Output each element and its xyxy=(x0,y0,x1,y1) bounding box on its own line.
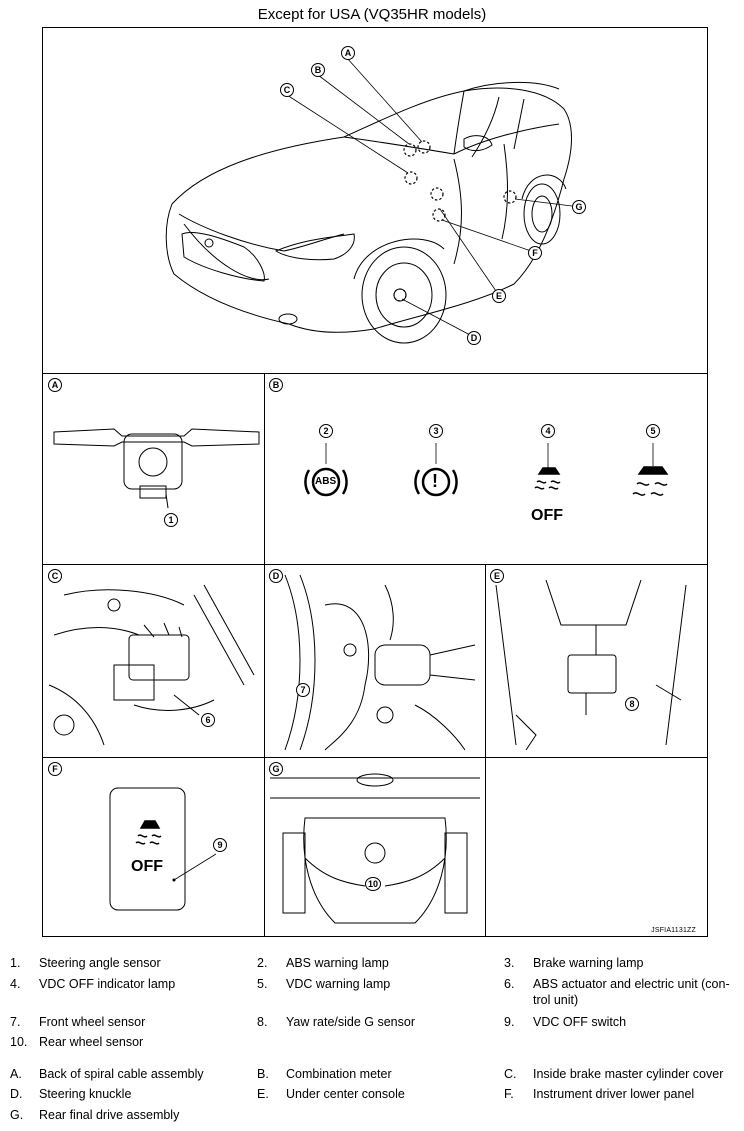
callout-b: B xyxy=(311,63,325,77)
divider xyxy=(264,373,265,936)
panel-b-combination-meter: B xyxy=(265,374,706,563)
legend-item: 9.VDC OFF switch xyxy=(504,1015,627,1029)
legend-item: G.Rear final drive assembly xyxy=(10,1108,180,1122)
divider xyxy=(43,757,707,758)
callout-9: 9 xyxy=(213,838,227,852)
callout-6: 6 xyxy=(201,713,215,727)
vehicle-overview: A B C G F E D xyxy=(44,29,706,372)
callout-c: C xyxy=(280,83,294,97)
panel-f-label: F xyxy=(48,762,62,776)
panel-g-label: G xyxy=(269,762,283,776)
legend-item: A.Back of spiral cable assembly xyxy=(10,1067,204,1081)
legend-item: B.Combination meter xyxy=(257,1067,392,1081)
callout-d: D xyxy=(467,331,481,345)
legend-item: 6.ABS actuator and electric unit (con- xyxy=(504,977,730,991)
legend-item: D.Steering knuckle xyxy=(10,1087,132,1101)
panel-c-label: C xyxy=(48,569,62,583)
panel-a-label: A xyxy=(48,378,62,392)
legend-item: 1.Steering angle sensor xyxy=(10,956,161,970)
legend-item: 7.Front wheel sensor xyxy=(10,1015,146,1029)
abs-actuator-illustration xyxy=(48,584,255,746)
divider xyxy=(43,373,707,374)
panel-e-label: E xyxy=(490,569,504,583)
panel-b-label: B xyxy=(269,378,283,392)
panel-e-console: E 8 xyxy=(486,565,706,756)
panel-d-knuckle: D 7 xyxy=(265,565,485,756)
abs-lamp-text: ABS xyxy=(315,476,337,487)
switch-off-text: OFF xyxy=(131,858,163,875)
callout-4: 4 xyxy=(541,424,555,438)
diagram-title: Except for USA (VQ35HR models) xyxy=(257,6,487,23)
legend-item: 3.Brake warning lamp xyxy=(504,956,644,970)
vehicle-illustration xyxy=(165,57,573,344)
panel-f-switch: F OFF 9 xyxy=(44,758,264,935)
legend-item: trol unit) xyxy=(533,993,579,1007)
divider xyxy=(485,564,486,936)
vdc-off-switch-illustration xyxy=(109,787,217,911)
callout-7: 7 xyxy=(296,683,310,697)
legend-item: E.Under center console xyxy=(257,1087,405,1101)
panel-c-actuator: C 6 xyxy=(44,565,264,756)
rear-wheel-sensor-illustration xyxy=(270,773,480,924)
callout-5: 5 xyxy=(646,424,660,438)
divider xyxy=(43,564,707,565)
spiral-cable-illustration xyxy=(53,428,260,509)
callout-2: 2 xyxy=(319,424,333,438)
legend-item: F.Instrument driver lower panel xyxy=(504,1087,695,1101)
legend-item: 10.Rear wheel sensor xyxy=(10,1035,144,1049)
yaw-rate-sensor-illustration xyxy=(495,579,687,751)
callout-e: E xyxy=(492,289,506,303)
panel-a-spiral-cable: A 1 xyxy=(44,374,264,563)
callout-f: F xyxy=(528,246,542,260)
legend-item: 5.VDC warning lamp xyxy=(257,977,391,991)
front-wheel-sensor-illustration xyxy=(284,574,476,751)
panel-d-label: D xyxy=(269,569,283,583)
legend-item: 8.Yaw rate/side G sensor xyxy=(257,1015,415,1029)
figure-code: JSFIA1131ZZ xyxy=(651,927,696,934)
callout-10: 10 xyxy=(365,877,381,891)
panel-g-final-drive: G 10 xyxy=(265,758,485,935)
legend-item: 4.VDC OFF indicator lamp xyxy=(10,977,176,991)
legend-item: 2.ABS warning lamp xyxy=(257,956,389,970)
brake-lamp-text: ! xyxy=(432,471,438,491)
callout-a: A xyxy=(341,46,355,60)
callout-g: G xyxy=(572,200,586,214)
lamp-icons xyxy=(304,443,669,497)
callout-1: 1 xyxy=(164,513,178,527)
diagram-frame xyxy=(42,27,708,937)
vdc-off-lamp-text: OFF xyxy=(531,507,563,524)
legend-item: C.Inside brake master cylinder cover xyxy=(504,1067,724,1081)
callout-8: 8 xyxy=(625,697,639,711)
callout-3: 3 xyxy=(429,424,443,438)
